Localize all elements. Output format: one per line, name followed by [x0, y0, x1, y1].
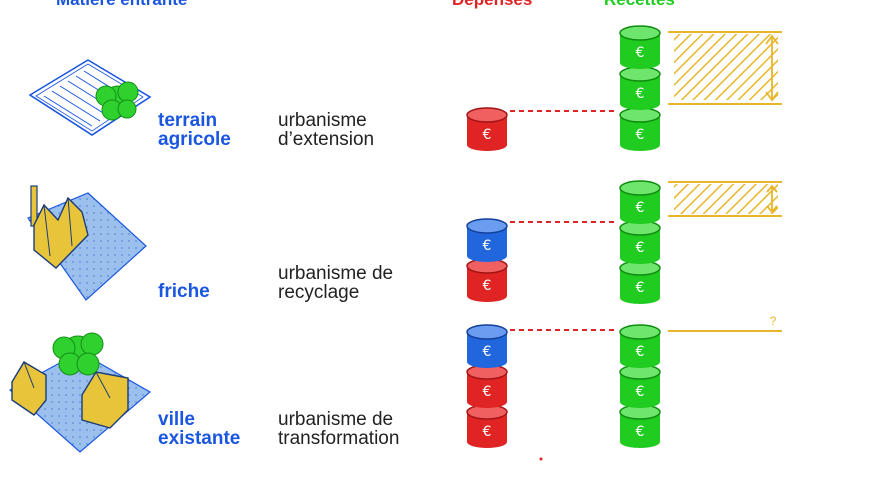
svg-text:€: €	[483, 127, 492, 143]
header-incoming-matter: Matière entrante	[56, 0, 187, 10]
existing-city-icon	[8, 332, 152, 453]
revenue-coin-green: €	[619, 364, 661, 408]
svg-text:€: €	[483, 238, 492, 254]
land-label-brownfield: friche	[158, 281, 210, 302]
gain-indicator-small	[668, 181, 782, 217]
expense-coin-red: €	[466, 404, 508, 448]
header-revenues: Recettes	[604, 0, 675, 10]
svg-text:€: €	[483, 424, 492, 440]
svg-text:€: €	[636, 45, 645, 61]
svg-text:€: €	[483, 384, 492, 400]
svg-text:€: €	[636, 280, 645, 296]
header-expenses: Dépenses	[452, 0, 532, 10]
svg-text:€: €	[636, 86, 645, 102]
expense-coin-blue: €	[466, 324, 508, 368]
gain-indicator-unknown: ?	[668, 314, 782, 332]
farmland-icon	[28, 59, 152, 136]
brownfield-factory-icon	[27, 185, 147, 301]
stray-mark	[539, 457, 543, 461]
question-mark: ?	[770, 314, 777, 328]
expense-coin-red: €	[466, 364, 508, 408]
svg-text:€: €	[483, 344, 492, 360]
svg-text:€: €	[636, 344, 645, 360]
revenue-coin-green: €	[619, 404, 661, 448]
expense-coin-red: €	[466, 107, 508, 151]
svg-text:€: €	[483, 278, 492, 294]
expense-coin-red: €	[466, 258, 508, 302]
expense-coin-blue: €	[466, 218, 508, 262]
svg-text:€: €	[636, 384, 645, 400]
revenue-coin-green: €	[619, 220, 661, 264]
svg-text:€: €	[636, 127, 645, 143]
revenue-coin-green: €	[619, 107, 661, 151]
revenue-coin-green: €	[619, 25, 661, 69]
revenue-coin-green: €	[619, 324, 661, 368]
revenue-coin-green: €	[619, 66, 661, 110]
revenue-coin-green: €	[619, 180, 661, 224]
svg-text:€: €	[636, 424, 645, 440]
svg-text:€: €	[636, 200, 645, 216]
gain-indicator-large	[668, 31, 782, 105]
revenue-coin-green: €	[619, 260, 661, 304]
svg-text:€: €	[636, 240, 645, 256]
